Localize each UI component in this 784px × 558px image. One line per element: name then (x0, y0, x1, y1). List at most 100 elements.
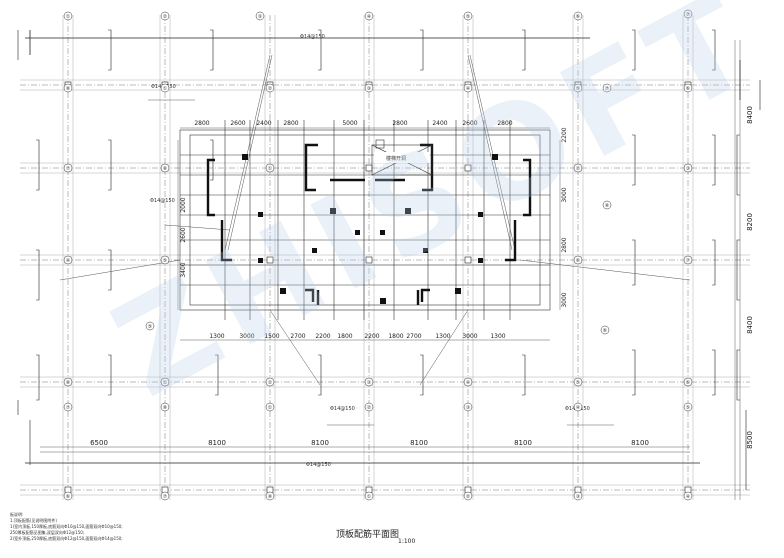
axis-tag: ③ (463, 402, 473, 412)
axis-tag-label: ⑤ (576, 86, 580, 92)
axis-tag-label: ⑤ (466, 14, 470, 20)
axis-tag-label: ⑦ (66, 166, 71, 172)
axis-tag-label: ⑦ (66, 405, 71, 411)
axis-tag: ⑥ (573, 255, 583, 265)
axis-tag: ④ (573, 402, 583, 412)
rebar-brackets (29, 29, 747, 490)
dimension-label: 8100 (631, 439, 649, 447)
axis-tag-label: ③ (466, 405, 470, 411)
dimension-label: 2800 (194, 120, 209, 127)
axis-tag: ⑧ (160, 163, 170, 173)
note-line: 板说明: (10, 512, 24, 517)
dimension-label: 3000 (561, 292, 568, 307)
axis-tag: ⑦ (63, 163, 73, 173)
axis-tag-label: ③ (576, 494, 580, 500)
axis-tag-label: ⑥ (686, 86, 691, 92)
dimension-chains (40, 40, 741, 500)
axis-tag-label: ③ (258, 14, 262, 20)
dimension-label: 2800 (283, 120, 298, 127)
stair-opening-label: 楼梯开洞 (386, 155, 406, 162)
axis-tag: ③ (364, 83, 374, 93)
column (365, 256, 373, 264)
axis-tag: ② (364, 402, 374, 412)
axis-tag-label: ① (268, 405, 273, 411)
core-columns (242, 154, 498, 304)
column (464, 164, 472, 172)
dimension-label: 8200 (746, 213, 754, 231)
axis-tag-label: ④ (466, 86, 471, 92)
axis-tag: ⑤ (463, 11, 473, 21)
axis-tag-label: ⑤ (163, 258, 167, 264)
note-line: 1.顶板配筋(见说明图附件) (10, 518, 57, 523)
axis-tag: ⑤ (145, 321, 155, 331)
axis-tag-label: ⑥ (576, 14, 581, 20)
axis-tag: ① (364, 491, 374, 501)
axis-tag: ② (573, 163, 583, 173)
axis-tag-label: ⑦ (686, 12, 691, 18)
axis-tag-label: ⑧ (66, 380, 71, 386)
axis-tag-label: ② (268, 86, 273, 92)
shear-walls (206, 143, 532, 305)
axis-tag: ② (160, 11, 170, 21)
drawing-title: 顶板配筋平面图 (336, 530, 400, 540)
axis-tag: ① (160, 83, 170, 93)
axis-tag: ④ (683, 491, 693, 501)
axis-tag: ③ (255, 11, 265, 21)
axis-tag-label: ② (576, 166, 581, 172)
axis-tag-label: ⑧ (163, 166, 168, 172)
dimension-label: 2200 (561, 127, 568, 142)
axis-tag: ④ (364, 11, 374, 21)
axis-tag-label: ⑤ (148, 324, 152, 330)
axis-tag: ④ (63, 255, 73, 265)
axis-tag: ② (265, 377, 275, 387)
axis-tag: ⑧ (160, 402, 170, 412)
dimension-label: 1500 (264, 333, 279, 340)
stair-opening-mask (374, 152, 430, 163)
dimension-label: 2200 (364, 333, 379, 340)
diagonal-rebars (59, 54, 691, 386)
axis-tag-label: ④ (466, 380, 471, 386)
axis-tag: ② (265, 83, 275, 93)
dimension-label: 8100 (311, 439, 329, 447)
dimension-label: 2700 (406, 333, 421, 340)
axis-tag: ⑤ (683, 402, 693, 412)
axis-tag-label: ⑧ (163, 405, 168, 411)
dimension-label: 2400 (256, 120, 271, 127)
axis-tag-label: ① (268, 166, 273, 172)
dimension-label: 3000 (239, 333, 254, 340)
axis-tag: ③ (573, 491, 583, 501)
drawing-notes: 板说明: 1.顶板配筋(见说明图附件) 1)室内顶板,150厚板,底筋双向Φ10… (10, 512, 250, 542)
axis-tag-label: ⑦ (686, 258, 691, 264)
axis-tag: ⑥ (63, 491, 73, 501)
dimension-label: 2000 (180, 197, 187, 212)
border-ticks (17, 30, 761, 415)
dimension-label: 1800 (388, 333, 403, 340)
dimension-label: 2700 (290, 333, 305, 340)
axis-tag: ⑦ (683, 9, 693, 19)
dimension-label: 2800 (392, 120, 407, 127)
axis-tag: ⑧ (63, 377, 73, 387)
dimension-label: 1800 (337, 333, 352, 340)
rebar-label: Φ14@150 (306, 462, 331, 468)
axis-tag-label: ② (367, 405, 372, 411)
rebar-label: Φ14@150 (330, 406, 355, 412)
axis-tag: ⑧ (602, 200, 612, 210)
dimension-label: 8500 (746, 431, 754, 449)
axis-tag-label: ⑦ (605, 86, 610, 92)
axis-tag-label: ⑤ (576, 380, 580, 386)
axis-tag-label: ② (466, 494, 471, 500)
axis-tag: ① (265, 163, 275, 173)
note-line: 2)室外顶板,250厚板,底筋双向Φ12@150,面筋双向Φ14@150; (10, 536, 123, 541)
axis-tag-label: ④ (367, 14, 372, 20)
axis-tag: ① (265, 402, 275, 412)
dimension-label: 2800 (561, 237, 568, 252)
axis-tag-label: ⑧ (268, 494, 273, 500)
axis-tag-label: ⑥ (603, 328, 608, 334)
dimension-label: 1300 (209, 333, 224, 340)
axis-tag-label: ④ (576, 405, 581, 411)
axis-tag: ① (160, 377, 170, 387)
dimension-label: 8400 (746, 106, 754, 124)
